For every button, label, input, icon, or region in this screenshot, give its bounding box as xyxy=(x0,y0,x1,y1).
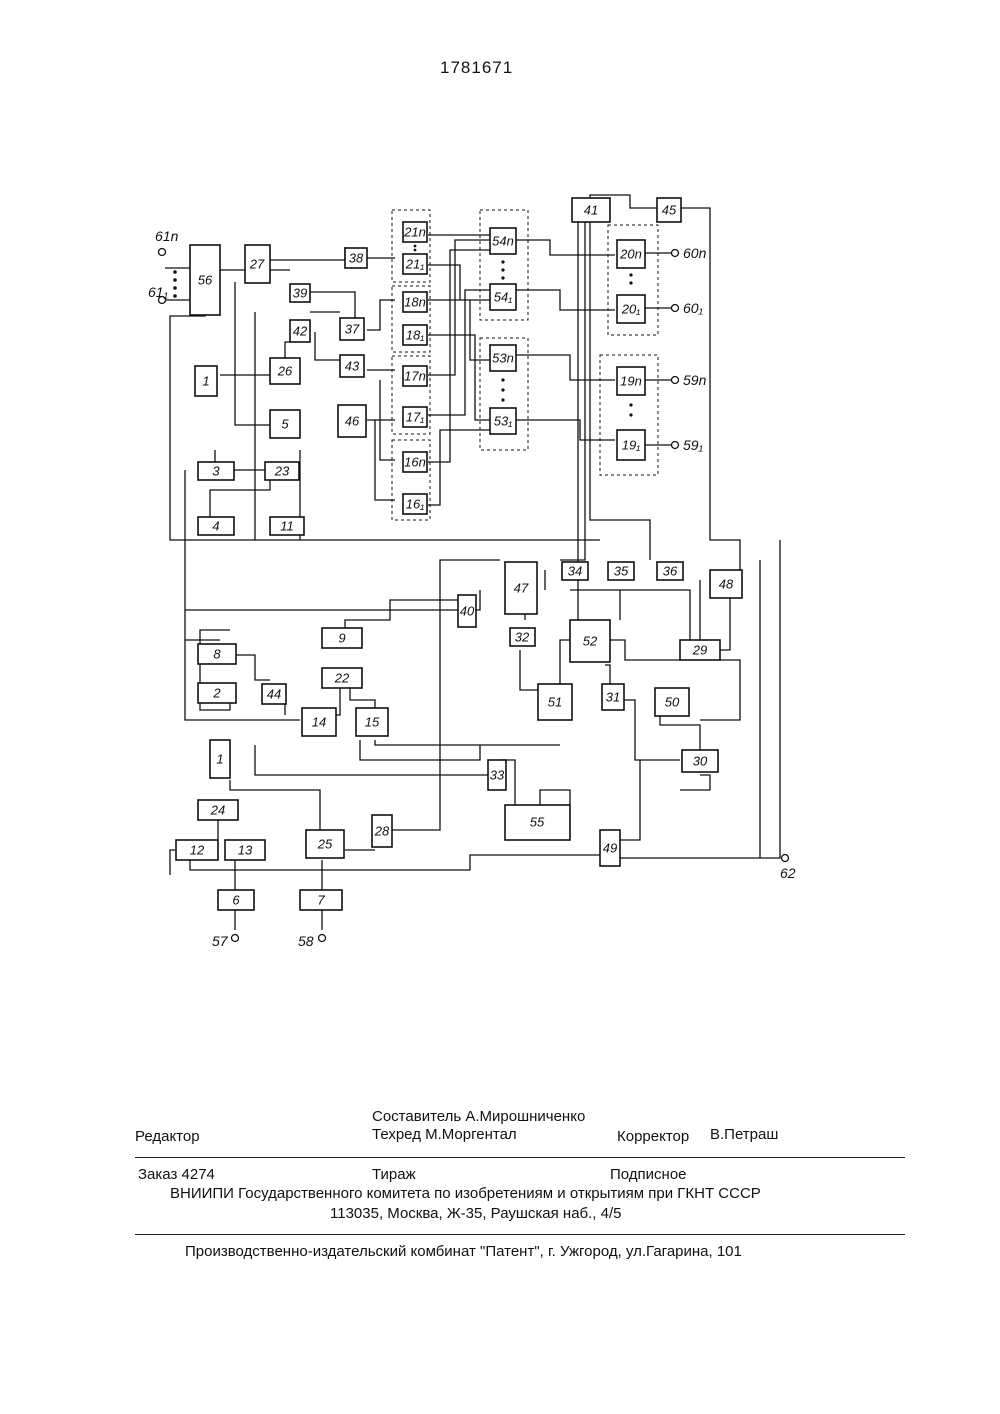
block-23-label: 23 xyxy=(274,464,290,479)
block-19n-label: 19n xyxy=(620,374,642,389)
block-50-label: 50 xyxy=(665,695,680,710)
publisher-org: ВНИИПИ Государственного комитета по изоб… xyxy=(170,1185,761,1202)
block-43-label: 43 xyxy=(345,359,360,374)
block-56-label: 56 xyxy=(198,273,213,288)
block-15-label: 15 xyxy=(365,715,380,730)
block-53-1-label: 53₁ xyxy=(494,414,513,429)
block-24-label: 24 xyxy=(210,803,225,818)
block-13-label: 13 xyxy=(238,843,253,858)
block-54-1-label: 54₁ xyxy=(494,290,513,305)
editor-label: Редактор xyxy=(135,1128,200,1145)
terminal-57 xyxy=(232,935,239,942)
terminal-60-1-label: 60₁ xyxy=(683,300,704,316)
block-18-1-label: 18₁ xyxy=(406,328,425,343)
block-55-label: 55 xyxy=(530,815,545,830)
block-45-label: 45 xyxy=(662,203,677,218)
block-1-top-label: 1 xyxy=(202,374,209,389)
block-11-label: 11 xyxy=(280,519,294,534)
block-16n-label: 16n xyxy=(404,455,426,470)
terminal-62-label: 62 xyxy=(780,865,796,881)
block-42-label: 42 xyxy=(293,324,308,339)
block-8-label: 8 xyxy=(213,647,221,662)
block-16-1-label: 16₁ xyxy=(406,497,425,512)
block-27-label: 27 xyxy=(249,257,265,272)
terminal-61-1-label: 61₁ xyxy=(148,284,169,300)
terminal-57-label: 57 xyxy=(212,933,229,949)
terminal-59-1-label: 59₁ xyxy=(683,437,704,453)
block-49-label: 49 xyxy=(603,841,617,856)
block-21n-label: 21n xyxy=(403,225,426,240)
block-52-label: 52 xyxy=(583,634,598,649)
terminal-59n-label: 59n xyxy=(683,372,707,388)
block-26-label: 26 xyxy=(277,364,293,379)
block-7-label: 7 xyxy=(317,893,325,908)
terminal-61n xyxy=(159,249,166,256)
rule-bottom xyxy=(135,1234,905,1235)
block-22-label: 22 xyxy=(334,671,350,686)
block-19-1-label: 19₁ xyxy=(622,438,641,453)
block-47-label: 47 xyxy=(514,581,529,596)
order-number: Заказ 4274 xyxy=(138,1166,215,1183)
terminal-59n xyxy=(672,377,679,384)
block-2-label: 2 xyxy=(212,686,221,701)
terminal-58-label: 58 xyxy=(298,933,314,949)
block-20-1-label: 20₁ xyxy=(621,302,641,317)
terminal-60n-label: 60n xyxy=(683,245,707,261)
block-40-label: 40 xyxy=(460,604,475,619)
block-44-label: 44 xyxy=(267,687,281,702)
block-35-label: 35 xyxy=(614,564,629,579)
block-6-label: 6 xyxy=(232,893,240,908)
block-30-label: 30 xyxy=(693,754,708,769)
block-17n-label: 17n xyxy=(404,369,426,384)
block-48-label: 48 xyxy=(719,577,734,592)
block-29-label: 29 xyxy=(692,643,707,658)
block-32-label: 32 xyxy=(515,630,530,645)
block-31-label: 31 xyxy=(606,690,620,705)
block-5-label: 5 xyxy=(281,417,289,432)
block-54n-label: 54n xyxy=(492,234,514,249)
block-41-label: 41 xyxy=(584,203,598,218)
block-28-label: 28 xyxy=(374,824,390,839)
function-blocks: 56 27 38 39 42 37 43 46 26 1 5 3 23 4 11… xyxy=(176,198,742,910)
block-37-label: 37 xyxy=(345,322,360,337)
block-12-label: 12 xyxy=(190,843,205,858)
terminal-62 xyxy=(782,855,789,862)
techred: Техред М.Моргентал xyxy=(372,1126,517,1143)
block-18n-label: 18n xyxy=(404,295,426,310)
block-20n-label: 20n xyxy=(619,247,642,262)
block-33-label: 33 xyxy=(490,768,505,783)
block-17-1-label: 17₁ xyxy=(406,410,425,425)
block-34-label: 34 xyxy=(568,564,582,579)
block-9-label: 9 xyxy=(338,631,345,646)
circuit-diagram: 56 27 38 39 42 37 43 46 26 1 5 3 23 4 11… xyxy=(0,0,1000,960)
block-38-label: 38 xyxy=(349,251,364,266)
corrector-label: Корректор xyxy=(617,1128,689,1145)
terminal-61n-label: 61n xyxy=(155,228,179,244)
block-53n-label: 53n xyxy=(492,351,514,366)
corrector-name: В.Петраш xyxy=(710,1126,778,1143)
terminal-59-1 xyxy=(672,442,679,449)
block-4-label: 4 xyxy=(212,519,219,534)
terminal-58 xyxy=(319,935,326,942)
circulation: Тираж xyxy=(372,1166,416,1183)
composer: Составитель А.Мирошниченко xyxy=(372,1108,585,1125)
block-1-bottom-label: 1 xyxy=(216,752,223,767)
block-39-label: 39 xyxy=(293,286,307,301)
block-25-label: 25 xyxy=(317,837,333,852)
printer: Производственно-издательский комбинат "П… xyxy=(185,1243,742,1260)
rule-top xyxy=(135,1157,905,1158)
terminal-60n xyxy=(672,250,679,257)
block-46-label: 46 xyxy=(345,414,360,429)
subscription: Подписное xyxy=(610,1166,687,1183)
block-21-1-label: 21₁ xyxy=(405,257,425,272)
block-14-label: 14 xyxy=(312,715,326,730)
block-36-label: 36 xyxy=(663,564,678,579)
block-3-label: 3 xyxy=(212,464,220,479)
block-51-label: 51 xyxy=(548,695,562,710)
terminal-60-1 xyxy=(672,305,679,312)
publisher-address: 113035, Москва, Ж-35, Раушская наб., 4/5 xyxy=(330,1205,622,1222)
